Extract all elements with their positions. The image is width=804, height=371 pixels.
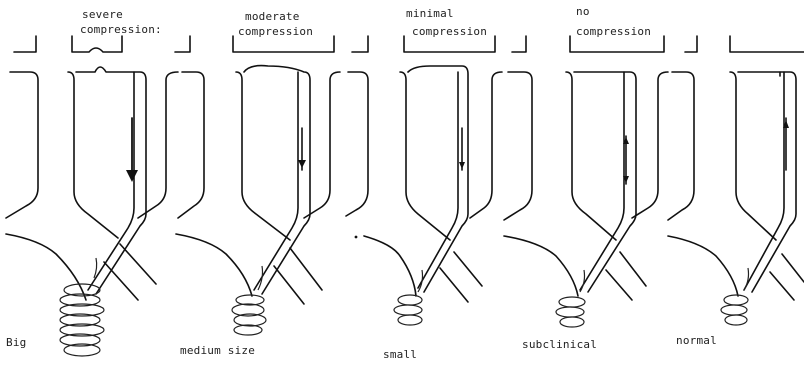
top-label-moderate-1: moderate [245, 10, 300, 23]
panel-severe [6, 67, 178, 356]
bottom-label-medium: medium size [180, 344, 255, 357]
panel-normal [668, 72, 804, 325]
bottom-label-small: small [383, 348, 417, 361]
top-label-no-2: compression [576, 25, 651, 38]
ganglion-loops-normal [721, 268, 749, 325]
panel-moderate [176, 66, 340, 335]
ganglion-loops-small [394, 270, 423, 325]
ganglion-loops-big [60, 258, 104, 356]
top-label-severe-1: severe [82, 8, 123, 21]
top-margin-line [14, 36, 804, 52]
panel-no-compression [504, 72, 668, 327]
top-label-moderate-2: compression [238, 25, 313, 38]
compression-labels: severe compression: moderate compression… [80, 5, 651, 38]
ganglion-loops-subclinical [556, 270, 585, 327]
top-label-severe-2: compression: [80, 23, 162, 36]
panel-minimal [346, 66, 502, 325]
top-label-minimal-2: compression [412, 25, 487, 38]
bottom-label-subclinical: subclinical [522, 338, 597, 351]
bottom-label-big: Big [6, 336, 26, 349]
ganglion-loops-medium [232, 266, 266, 335]
top-label-no-1: no [576, 5, 590, 18]
size-labels: Big medium size small subclinical normal [6, 334, 717, 361]
bottom-label-normal: normal [676, 334, 717, 347]
top-label-minimal-1: minimal [406, 7, 454, 20]
